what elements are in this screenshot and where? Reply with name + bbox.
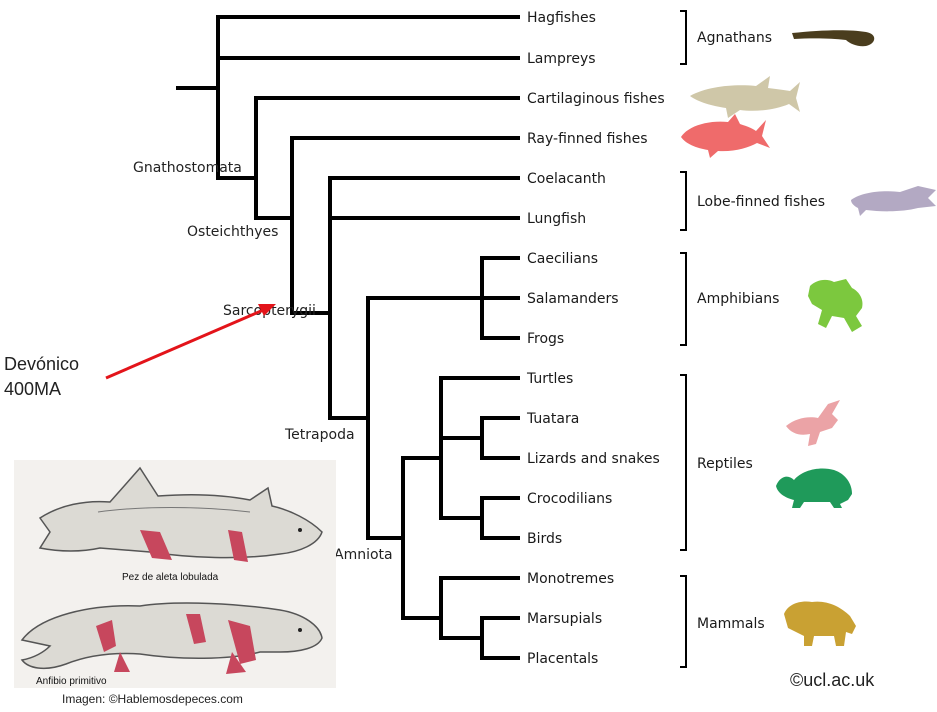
group-label-mammals: Mammals <box>697 616 765 632</box>
bracket-amphibians <box>680 253 686 345</box>
taxon-label: Tuatara <box>526 411 579 427</box>
node-label-tetrapoda: Tetrapoda <box>284 427 355 443</box>
bracket-mammals <box>680 576 686 667</box>
taxon-label: Marsupials <box>527 611 602 627</box>
taxon-label: Lungfish <box>527 211 586 227</box>
branch-amniota <box>368 458 403 618</box>
taxon-label: Monotremes <box>527 571 614 587</box>
node-label-osteichthyes: Osteichthyes <box>187 224 278 240</box>
illustration-panel: Pez de aleta lobulada Anfibio primitivo … <box>14 460 336 706</box>
taxon-labels: Hagfishes Lampreys Cartilaginous fishes … <box>526 10 665 667</box>
turtle-silhouette-icon <box>776 468 852 508</box>
group-label-agnathans: Agnathans <box>697 30 772 46</box>
group-label-lobe-finned: Lobe-finned fishes <box>697 194 825 210</box>
node-label-gnathostomata: Gnathostomata <box>133 160 242 176</box>
group-label-amphibians: Amphibians <box>697 291 779 307</box>
taxon-label: Lampreys <box>527 51 596 67</box>
eel-silhouette-icon <box>792 30 874 46</box>
source-credit: ©ucl.ac.uk <box>790 670 875 690</box>
bracket-lobe-finned <box>680 172 686 230</box>
bracket-agnathans <box>680 11 686 64</box>
bracket-reptiles <box>680 375 686 550</box>
branch-reptiles <box>403 378 518 538</box>
silhouettes <box>681 30 936 646</box>
image-credit: Imagen: ©Hablemosdepeces.com <box>62 692 243 706</box>
taxon-label: Salamanders <box>527 291 619 307</box>
taxon-label: Coelacanth <box>527 171 606 187</box>
taxon-label: Placentals <box>527 651 598 667</box>
taxon-label: Lizards and snakes <box>527 451 660 467</box>
shark-silhouette-icon <box>690 76 800 118</box>
group-label-reptiles: Reptiles <box>697 456 753 472</box>
bear-silhouette-icon <box>784 602 856 647</box>
taxon-label: Turtles <box>526 371 573 387</box>
taxon-label: Frogs <box>527 331 564 347</box>
taxon-label: Birds <box>527 531 562 547</box>
annotation-line-1: Devónico <box>4 354 79 374</box>
node-label-amniota: Amniota <box>334 547 393 563</box>
branch-amphibians <box>368 258 518 338</box>
taxon-label: Cartilaginous fishes <box>527 91 665 107</box>
coelacanth-silhouette-icon <box>851 186 936 216</box>
frog-silhouette-icon <box>808 279 863 332</box>
annotation-line-2: 400MA <box>4 379 61 399</box>
red-arrow <box>106 308 268 378</box>
caption-lobe-finned-fish: Pez de aleta lobulada <box>122 572 219 583</box>
fish-silhouette-icon <box>681 114 770 158</box>
bird-silhouette-icon <box>786 400 840 446</box>
taxon-label: Caecilians <box>527 251 598 267</box>
branch-osteichthyes <box>256 138 518 313</box>
taxon-label: Ray-finned fishes <box>527 131 648 147</box>
branch-agnathans <box>218 17 518 58</box>
branch-mammals <box>403 578 518 658</box>
caption-primitive-amphibian: Anfibio primitivo <box>36 676 107 687</box>
taxon-label: Crocodilians <box>527 491 612 507</box>
taxon-label: Hagfishes <box>527 10 596 26</box>
